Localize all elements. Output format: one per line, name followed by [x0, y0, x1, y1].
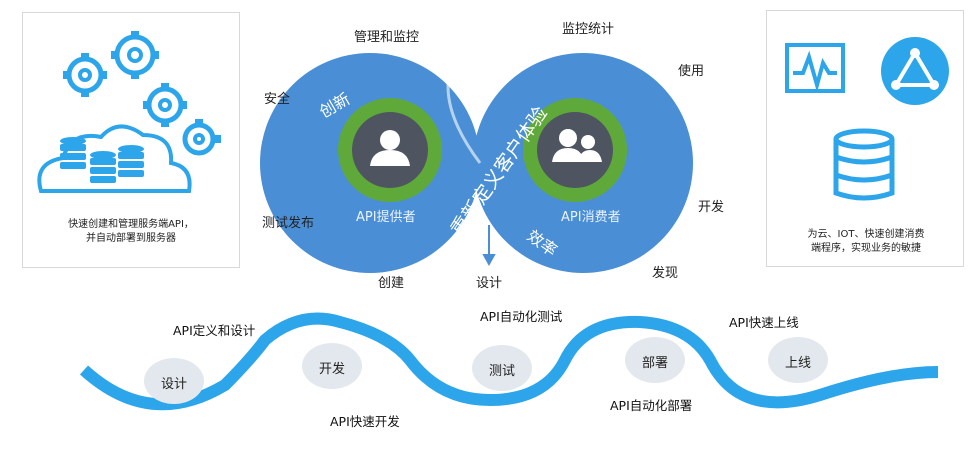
pipeline-node-label: 开发	[318, 362, 345, 377]
consumer-label: API消费者	[561, 210, 621, 225]
pipeline-node-label: 部署	[641, 356, 668, 371]
caption-line: 并自动部署到服务器	[86, 233, 176, 244]
label-create: 创建	[378, 276, 405, 291]
caption-api-define: API定义和设计	[173, 323, 256, 338]
right-panel-caption: 为云、IOT、快速创建消费 端程序，实现业务的敏捷	[773, 228, 959, 256]
label-design: 设计	[476, 276, 503, 291]
left-panel-caption: 快速创建和管理服务端API， 并自动部署到服务器	[31, 218, 231, 246]
left-panel: 快速创建和管理服务端API， 并自动部署到服务器	[22, 12, 240, 268]
users-icon	[552, 129, 602, 162]
pipeline-node	[472, 345, 532, 391]
label-monitor-stats: 监控统计	[562, 22, 615, 37]
caption-line: 端程序，实现业务的敏捷	[811, 243, 921, 254]
caption-line: 快速创建和管理服务端API，	[68, 219, 194, 230]
pipeline-node-label: 上线	[784, 356, 811, 371]
label-manage-monitor: 管理和监控	[354, 30, 420, 45]
user-icon	[370, 130, 410, 166]
caption-api-fast-dev: API快速开发	[330, 414, 400, 429]
cloud-icon	[37, 124, 192, 193]
left-panel-illustration	[37, 31, 221, 193]
monitor-wave-icon	[785, 43, 845, 93]
pipeline-node-label: 测试	[488, 364, 515, 379]
pipeline-node	[625, 337, 685, 383]
pipeline-node	[144, 358, 204, 404]
pipeline-node	[302, 343, 362, 389]
provider-label: API提供者	[356, 210, 416, 225]
database-icon	[833, 128, 895, 201]
label-discover: 发现	[652, 266, 679, 281]
label-test-release: 测试发布	[262, 216, 315, 231]
label-develop: 开发	[698, 200, 725, 215]
caption-api-fast-online: API快速上线	[729, 315, 799, 330]
pipeline-node	[768, 337, 828, 383]
triangle-network-icon	[881, 37, 949, 105]
arrow-down-icon	[482, 225, 496, 267]
caption-line: 为云、IOT、快速创建消费	[807, 229, 925, 240]
pipeline-node-label: 设计	[160, 377, 187, 392]
label-use: 使用	[678, 64, 705, 79]
database-icon	[60, 137, 144, 183]
caption-api-auto-deploy: API自动化部署	[610, 398, 693, 413]
caption-api-auto-test: API自动化测试	[480, 309, 563, 324]
label-security: 安全	[264, 92, 291, 107]
right-panel: 为云、IOT、快速创建消费 端程序，实现业务的敏捷	[766, 10, 964, 267]
right-panel-illustration	[785, 37, 949, 201]
infinity-graphic	[260, 53, 693, 273]
